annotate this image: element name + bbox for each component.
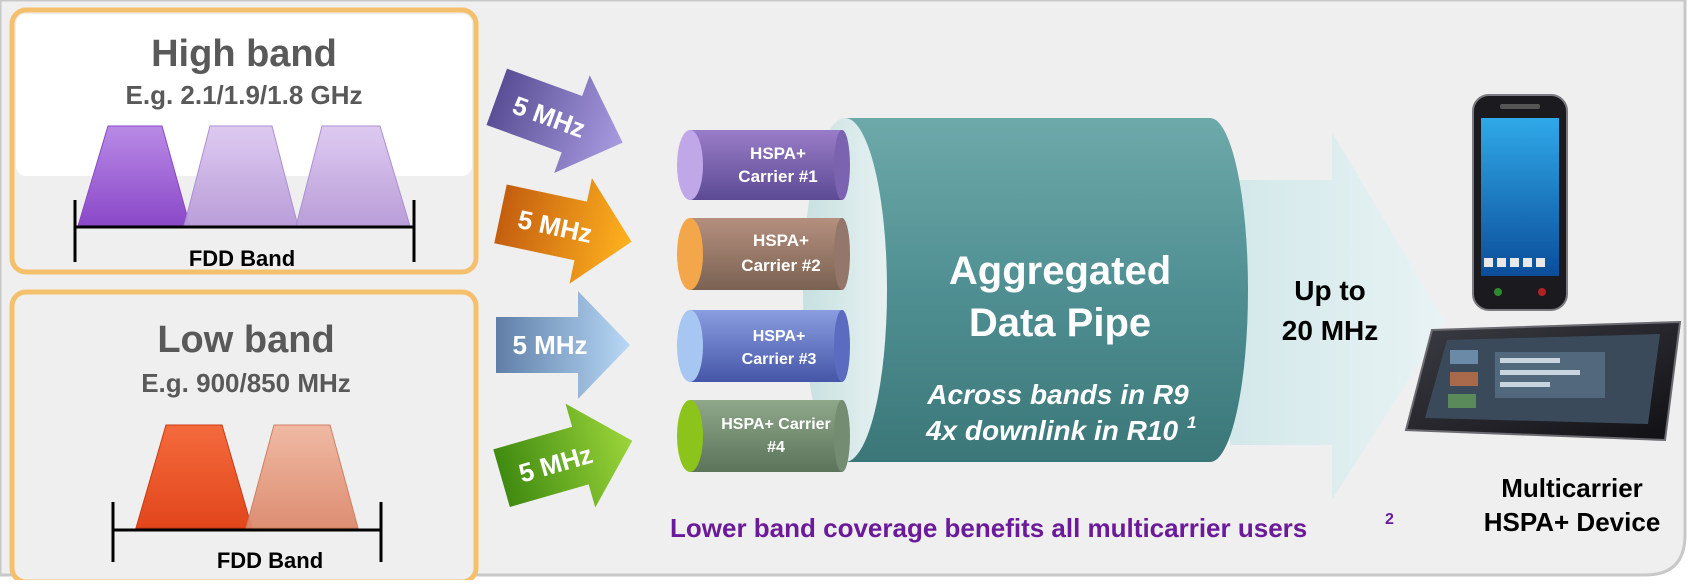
phone-app-icon-1	[1484, 258, 1493, 267]
carrier-2-end	[834, 218, 850, 290]
carrier-3: HSPA+ Carrier #3	[677, 310, 850, 382]
carrier-1-line2: Carrier #1	[738, 167, 817, 186]
footnote-superscript: 2	[1385, 511, 1394, 528]
carrier-4-end	[834, 400, 850, 472]
input-arrow-2-shape	[494, 178, 632, 284]
low-band-axis-label: FDD Band	[217, 548, 323, 573]
carrier-4-body	[690, 400, 842, 472]
carrier-1-body	[690, 130, 842, 200]
low-band-carrier-2	[245, 424, 359, 529]
carrier-3-line1: HSPA+	[753, 328, 806, 345]
carrier-4-face	[677, 400, 703, 472]
tablet-widget-3	[1448, 394, 1476, 408]
tablet-content-line-2	[1500, 370, 1580, 375]
low-band-title: Low band	[157, 319, 334, 361]
input-arrow-1-shape	[486, 68, 623, 174]
output-arrow	[1230, 132, 1445, 500]
phone-call-button-icon	[1494, 288, 1502, 296]
low-band-carrier-1	[135, 424, 253, 529]
phone-app-icon-5	[1536, 258, 1545, 267]
carrier-3-body	[690, 310, 842, 382]
carrier-3-face	[677, 310, 703, 382]
tablet-widget-2	[1450, 372, 1478, 386]
tablet-content-line-1	[1500, 358, 1560, 363]
input-arrow-2: 5 MHz	[494, 178, 632, 284]
phone-app-icon-3	[1510, 258, 1519, 267]
footnote-text: Lower band coverage benefits all multica…	[670, 513, 1307, 543]
carrier-4-line1: HSPA+ Carrier	[721, 416, 831, 433]
carrier-2-face	[677, 218, 703, 290]
input-arrow-3: 5 MHz	[496, 291, 630, 399]
phone-app-icon-2	[1497, 258, 1506, 267]
phone-illustration	[1472, 94, 1568, 311]
carrier-4-line2: #4	[767, 439, 785, 456]
output-line2: 20 MHz	[1282, 315, 1378, 346]
carrier-1-end	[834, 130, 850, 200]
high-band-title: High band	[151, 33, 337, 75]
carrier-3-end	[834, 310, 850, 382]
input-arrow-4: 5 MHz	[493, 403, 633, 508]
carrier-2-line1: HSPA+	[753, 231, 809, 250]
tablet-widget-1	[1450, 350, 1478, 364]
carrier-1-face	[677, 130, 703, 200]
high-band-panel: High band E.g. 2.1/1.9/1.8 GHz FDD Band	[9, 7, 479, 275]
phone-speaker	[1500, 104, 1540, 109]
pipe-note-line1: Across bands in R9	[926, 379, 1189, 410]
tablet-content-line-3	[1500, 382, 1550, 387]
output-line1: Up to	[1294, 275, 1366, 306]
pipe-note-superscript: 1	[1187, 413, 1196, 432]
pipe-title-line2: Data Pipe	[969, 301, 1151, 345]
low-band-subtitle: E.g. 900/850 MHz	[141, 368, 351, 398]
carrier-2-body	[690, 218, 842, 290]
low-band-panel: Low band E.g. 900/850 MHz FDD Band	[9, 289, 479, 585]
phone-app-icon-4	[1523, 258, 1532, 267]
device-label-line1: Multicarrier	[1501, 473, 1643, 503]
input-arrow-3-shape	[496, 291, 630, 399]
input-arrow-3-label: 5 MHz	[512, 330, 587, 360]
pipe-body	[845, 118, 1248, 462]
carrier-1: HSPA+ Carrier #1	[677, 130, 850, 200]
high-band-subtitle: E.g. 2.1/1.9/1.8 GHz	[126, 80, 363, 110]
high-band-axis-label: FDD Band	[189, 246, 295, 271]
carrier-2-line2: Carrier #2	[741, 256, 820, 275]
device-label-line2: HSPA+ Device	[1484, 507, 1661, 537]
input-arrow-4-shape	[493, 403, 633, 508]
phone-end-button-icon	[1538, 288, 1546, 296]
tablet-illustration	[1404, 320, 1682, 442]
pipe-note-line2: 4x downlink in R10	[925, 415, 1178, 446]
carrier-4: HSPA+ Carrier #4	[677, 400, 850, 472]
carrier-3-line2: Carrier #3	[742, 351, 817, 368]
carrier-2: HSPA+ Carrier #2	[677, 218, 850, 290]
phone-screen	[1481, 118, 1559, 276]
input-arrow-1: 5 MHz	[486, 68, 623, 174]
pipe-title-line1: Aggregated	[949, 249, 1171, 293]
carrier-1-line1: HSPA+	[750, 144, 806, 163]
